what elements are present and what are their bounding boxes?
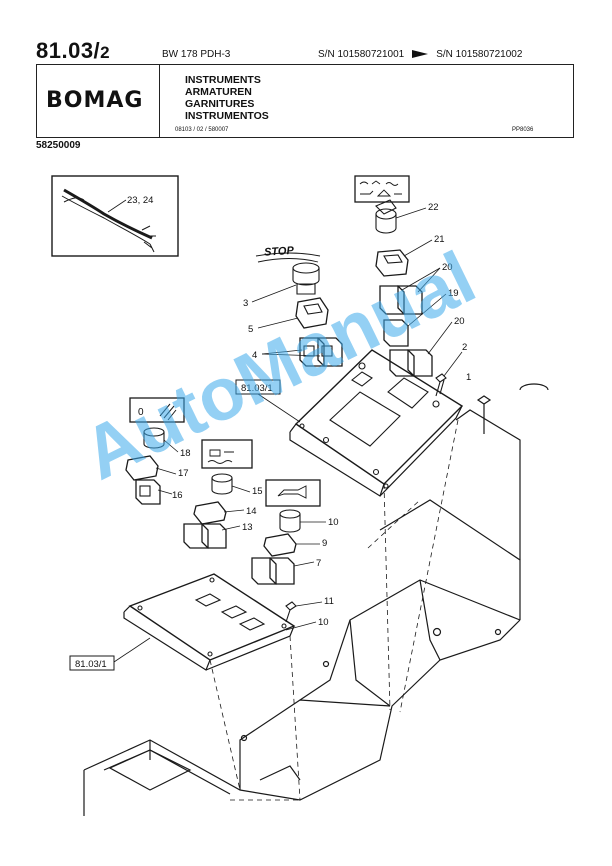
switch-block-16 xyxy=(135,479,173,505)
bezel-part-5 xyxy=(257,297,329,329)
logo-cell xyxy=(36,64,160,138)
callout-19: 19 xyxy=(448,288,459,299)
switch-block-13 xyxy=(183,523,241,549)
page-number-sub: 2 xyxy=(100,43,111,62)
symbol-zero-text: 0 xyxy=(138,407,144,418)
reference-box-upper: 81.03/1 xyxy=(235,379,301,423)
callout-13: 13 xyxy=(242,522,253,533)
switch-block-10 xyxy=(251,557,315,585)
symbol-tag-warning-lights xyxy=(354,175,410,203)
callout-15: 15 xyxy=(252,486,263,497)
console-housing xyxy=(83,383,549,816)
callout-22: 22 xyxy=(428,202,439,213)
stop-text: STOP xyxy=(264,245,295,259)
screw-part-2 xyxy=(435,351,463,397)
symbol-tag-light: 0 xyxy=(129,397,185,423)
stop-label: STOP xyxy=(255,245,321,263)
serial-number-range: S/N 101580721001 S/N 101580721002 xyxy=(318,49,522,60)
callout-3: 3 xyxy=(243,298,248,309)
header-box xyxy=(36,64,574,138)
bezel-part-21 xyxy=(375,239,433,277)
bomag-logo: BOMAG xyxy=(46,88,144,113)
callout-5: 5 xyxy=(248,324,253,335)
reference-box-lower: 81.03/1 xyxy=(69,637,151,671)
stop-button-part xyxy=(251,262,320,303)
serial-to: S/N 101580721002 xyxy=(436,49,523,60)
part-number: 58250009 xyxy=(36,140,81,151)
cable-inset: 23, 24 xyxy=(51,175,179,257)
screw-part-9 xyxy=(285,601,323,623)
callout-12: 10 xyxy=(328,517,339,528)
upper-instrument-panel xyxy=(289,349,464,497)
callout-9: 11 xyxy=(324,596,334,607)
plate-reference: PP8036 xyxy=(512,127,534,133)
title-fr: GARNITURES xyxy=(185,98,255,110)
title-de: ARMATUREN xyxy=(185,86,252,98)
title-en: INSTRUMENTS xyxy=(185,74,261,86)
bezel-part-17 xyxy=(125,455,177,481)
page-number: 81.03/2 xyxy=(36,38,111,63)
arrow-right-icon xyxy=(412,50,429,58)
switch-blocks-20-19 xyxy=(379,267,453,377)
key-switch-part-22 xyxy=(375,199,427,234)
callout-cable: 23, 24 xyxy=(127,195,153,206)
callout-1: 1 xyxy=(466,372,471,383)
symbol-tag-horn xyxy=(265,479,321,507)
lower-instrument-panel xyxy=(123,573,296,671)
callout-14: 14 xyxy=(246,506,257,517)
switch-block-4 xyxy=(261,337,343,367)
switch-part-18 xyxy=(143,427,179,453)
symbol-tag-heater xyxy=(201,439,253,469)
title-es: INSTRUMENTOS xyxy=(185,110,269,122)
callout-17: 17 xyxy=(178,468,189,479)
callout-11: 9 xyxy=(322,538,327,549)
callout-7: 10 xyxy=(318,617,329,628)
callout-16: 16 xyxy=(172,490,183,501)
switch-part-12 xyxy=(279,509,326,533)
bezel-part-11 xyxy=(263,533,320,557)
callout-18: 18 xyxy=(180,448,191,459)
switch-part-15 xyxy=(211,473,251,495)
assembly-guide-lines xyxy=(209,419,459,801)
callout-4: 4 xyxy=(252,350,257,361)
callout-21: 21 xyxy=(434,234,445,245)
reference-lower-text: 81.03/1 xyxy=(75,659,107,670)
document-reference: 08103 / 02 / 580007 xyxy=(175,127,229,133)
callout-20-a: 20 xyxy=(442,262,453,273)
callout-20-b: 20 xyxy=(454,316,465,327)
bezel-part-14 xyxy=(193,501,245,525)
machine-model: BW 178 PDH-3 xyxy=(162,49,231,60)
reference-upper-text: 81.03/1 xyxy=(241,383,273,394)
callout-10: 7 xyxy=(316,558,321,569)
serial-from: S/N 101580721001 xyxy=(318,49,405,60)
callout-2: 2 xyxy=(462,342,467,353)
